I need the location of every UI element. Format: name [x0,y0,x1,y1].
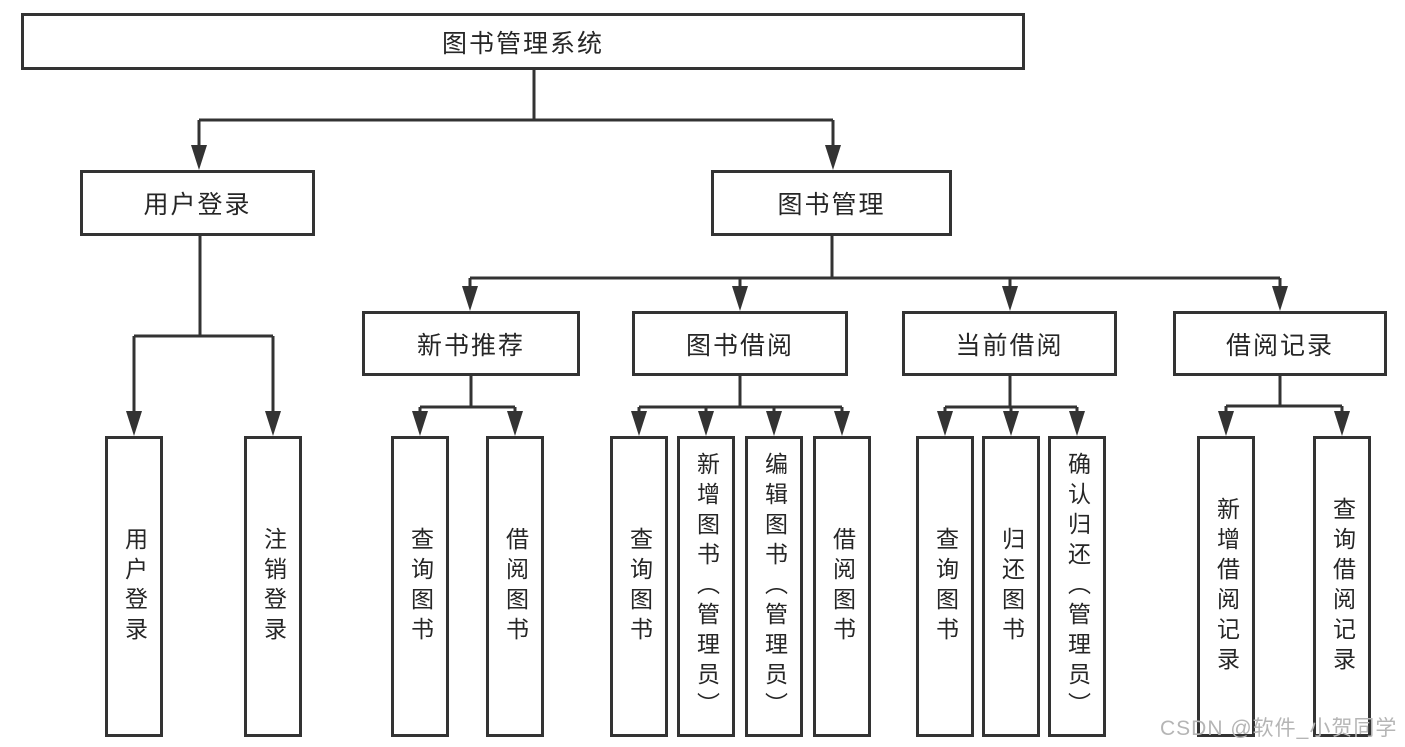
arrowheads-level3 [462,286,1288,311]
connector-root-to-level2 [197,70,835,148]
node-book-management: 图书管理 [711,170,952,236]
leaf-borrow-books: 借阅图书 [813,436,871,737]
node-current-borrow: 当前借阅 [902,311,1117,376]
connector-current-borrow-children [943,376,1079,413]
leaf-confirm-return-admin: 确认归还（管理员） [1048,436,1106,737]
leaf-query-books-borrow: 查询图书 [610,436,668,737]
node-new-book-recommend: 新书推荐 [362,311,580,376]
leaf-logout: 注销登录 [244,436,302,737]
leaf-add-books-admin: 新增图书（管理员） [677,436,735,737]
leaf-add-borrow-record: 新增借阅记录 [1197,436,1255,737]
leaf-user-login: 用户登录 [105,436,163,737]
leaf-edit-books-admin: 编辑图书（管理员） [745,436,803,737]
connector-user-login-children [132,235,275,413]
arrowheads-level2 [191,145,841,170]
leaf-query-books-current: 查询图书 [916,436,974,737]
node-borrow-records: 借阅记录 [1173,311,1387,376]
leaf-borrow-books-recommend: 借阅图书 [486,436,544,737]
arrowheads-new-book-children [412,411,523,436]
leaf-query-borrow-record: 查询借阅记录 [1313,436,1371,737]
watermark: CSDN @软件_小贺同学 [1160,717,1398,740]
connector-book-borrow-children [637,376,844,413]
connector-book-management-children [468,236,1282,288]
leaf-query-books-recommend: 查询图书 [391,436,449,737]
connector-borrow-records-children [1224,376,1344,413]
arrowheads-book-borrow-children [631,411,850,436]
node-user-login: 用户登录 [80,170,315,236]
connector-new-book-children [418,376,517,413]
arrowheads-current-borrow-children [937,411,1085,436]
arrowheads-user-login-children [126,411,281,436]
leaf-return-books: 归还图书 [982,436,1040,737]
arrowheads-borrow-records-children [1218,411,1350,436]
node-root: 图书管理系统 [21,13,1025,70]
node-book-borrow: 图书借阅 [632,311,848,376]
